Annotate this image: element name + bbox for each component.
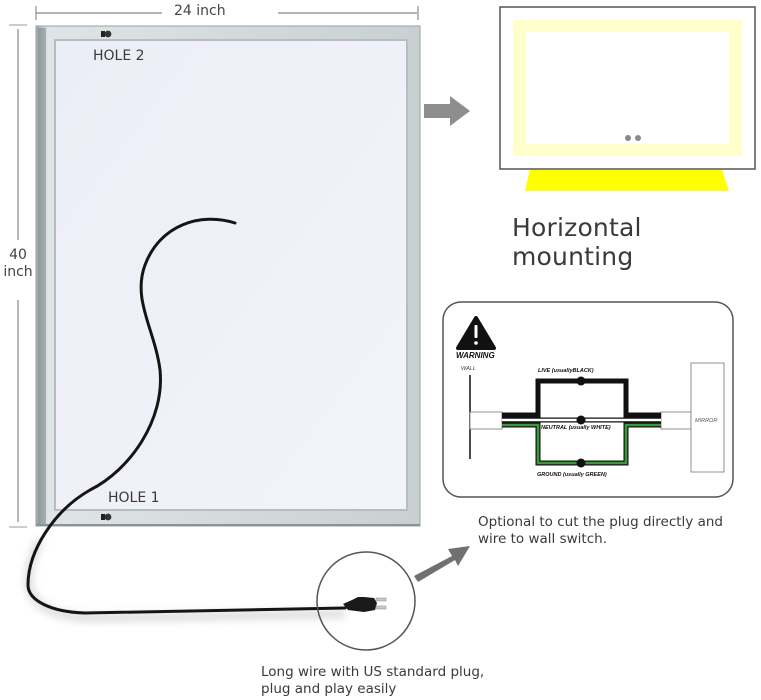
width-label: 24 inch bbox=[170, 3, 230, 19]
horizontal-mounting-caption: Horizontal mounting bbox=[512, 213, 642, 271]
hole-1-icon bbox=[101, 513, 112, 521]
plug-note-line-2: plug and play easily bbox=[261, 681, 397, 697]
arrow-up-right-icon bbox=[414, 546, 470, 582]
height-label-unit: inch bbox=[3, 264, 33, 280]
us-plug-icon bbox=[343, 597, 387, 612]
width-dimension-line bbox=[35, 6, 419, 20]
hole-2-icon bbox=[101, 30, 112, 38]
cut-plug-note-line-1: Optional to cut the plug directly and bbox=[478, 514, 723, 530]
cable-shadow bbox=[24, 538, 346, 623]
plug-note-line-1: Long wire with US standard plug, bbox=[261, 664, 485, 680]
wiring-diagram-panel bbox=[442, 301, 734, 498]
height-dimension-line bbox=[9, 24, 27, 528]
height-label: 40 inch bbox=[2, 247, 34, 281]
cut-plug-note-line-2: wire to wall switch. bbox=[478, 531, 607, 547]
wall-label: WALL bbox=[461, 366, 476, 372]
cut-plug-note: Optional to cut the plug directly and wi… bbox=[478, 514, 723, 548]
neutral-wire-label: NEUTRAL (usually WHITE) bbox=[541, 425, 611, 431]
warning-triangle-icon bbox=[456, 316, 496, 350]
plug-magnifier-circle bbox=[316, 551, 416, 651]
plug-note: Long wire with US standard plug, plug an… bbox=[261, 664, 484, 698]
warning-label: WARNING bbox=[456, 351, 495, 360]
hole-2-label: HOLE 2 bbox=[93, 48, 145, 64]
height-label-value: 40 bbox=[9, 247, 27, 263]
ground-wire-label: GROUND (usually GREEN) bbox=[537, 472, 607, 478]
live-wire-label: LIVE (usuallyBLACK) bbox=[538, 368, 594, 374]
hole-1-label: HOLE 1 bbox=[108, 490, 160, 506]
mirror-label: MIRROR bbox=[695, 418, 718, 424]
horizontal-mirror-icon bbox=[499, 6, 756, 191]
power-cable bbox=[26, 217, 347, 615]
arrow-right-icon bbox=[424, 96, 470, 126]
mirror-back bbox=[35, 25, 421, 527]
